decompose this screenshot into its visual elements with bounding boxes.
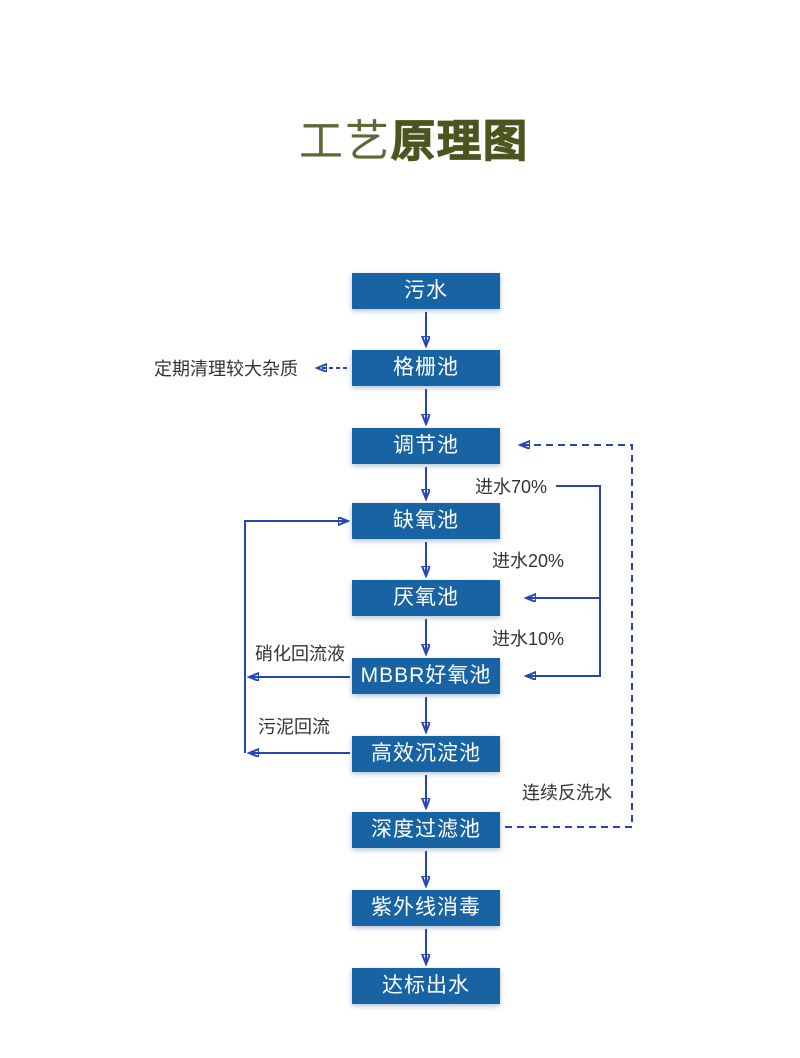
flow-box-uv-disinfection: 紫外线消毒 bbox=[352, 890, 500, 926]
flow-box-grid-pool-label: 格栅池 bbox=[393, 356, 459, 379]
annotation-continuous-backwash: 连续反洗水 bbox=[522, 783, 612, 803]
page-title-light: 工艺 bbox=[299, 117, 391, 166]
flow-box-mbbr-aerobic-pool-label: MBBR好氧池 bbox=[360, 664, 492, 687]
annotation-inflow-20: 进水20% bbox=[492, 551, 565, 571]
flow-box-high-efficiency-sedimentation-pool: 高效沉淀池 bbox=[352, 736, 500, 772]
flow-box-deep-filtration-label: 深度过滤池 bbox=[371, 818, 481, 841]
annotation-debris-cleaning: 定期清理较大杂质 bbox=[154, 359, 298, 379]
annotation-sludge-return: 污泥回流 bbox=[258, 717, 330, 737]
annotation-inflow-10: 进水10% bbox=[492, 629, 565, 649]
flow-box-sedimentation-label: 高效沉淀池 bbox=[371, 742, 481, 765]
annotation-inflow-70: 进水70% bbox=[475, 477, 548, 497]
page-title-bold: 原理图 bbox=[390, 116, 529, 166]
flow-box-standard-effluent-label: 达标出水 bbox=[382, 974, 470, 997]
flow-box-sewage-label: 污水 bbox=[404, 279, 448, 302]
flow-box-uv-disinfection-label: 紫外线消毒 bbox=[371, 896, 481, 919]
flow-box-sewage: 污水 bbox=[352, 273, 500, 309]
flow-box-deep-filtration-pool: 深度过滤池 bbox=[352, 812, 500, 848]
flow-box-mbbr-aerobic-pool: MBBR好氧池 bbox=[352, 658, 500, 694]
annotation-nitrification-return: 硝化回流液 bbox=[255, 644, 345, 664]
flow-box-anoxic-pool-label: 缺氧池 bbox=[393, 509, 459, 532]
flow-box-anaerobic-pool-label: 厌氧池 bbox=[393, 586, 459, 609]
flow-box-anaerobic-pool: 厌氧池 bbox=[352, 580, 500, 616]
page-title: 工艺原理图 bbox=[0, 116, 800, 168]
flow-box-anoxic-pool: 缺氧池 bbox=[352, 503, 500, 539]
flow-box-grid-pool: 格栅池 bbox=[352, 350, 500, 386]
flow-box-standard-effluent: 达标出水 bbox=[352, 968, 500, 1004]
flow-box-regulating-pool-label: 调节池 bbox=[393, 434, 459, 457]
flow-box-regulating-pool: 调节池 bbox=[352, 428, 500, 464]
